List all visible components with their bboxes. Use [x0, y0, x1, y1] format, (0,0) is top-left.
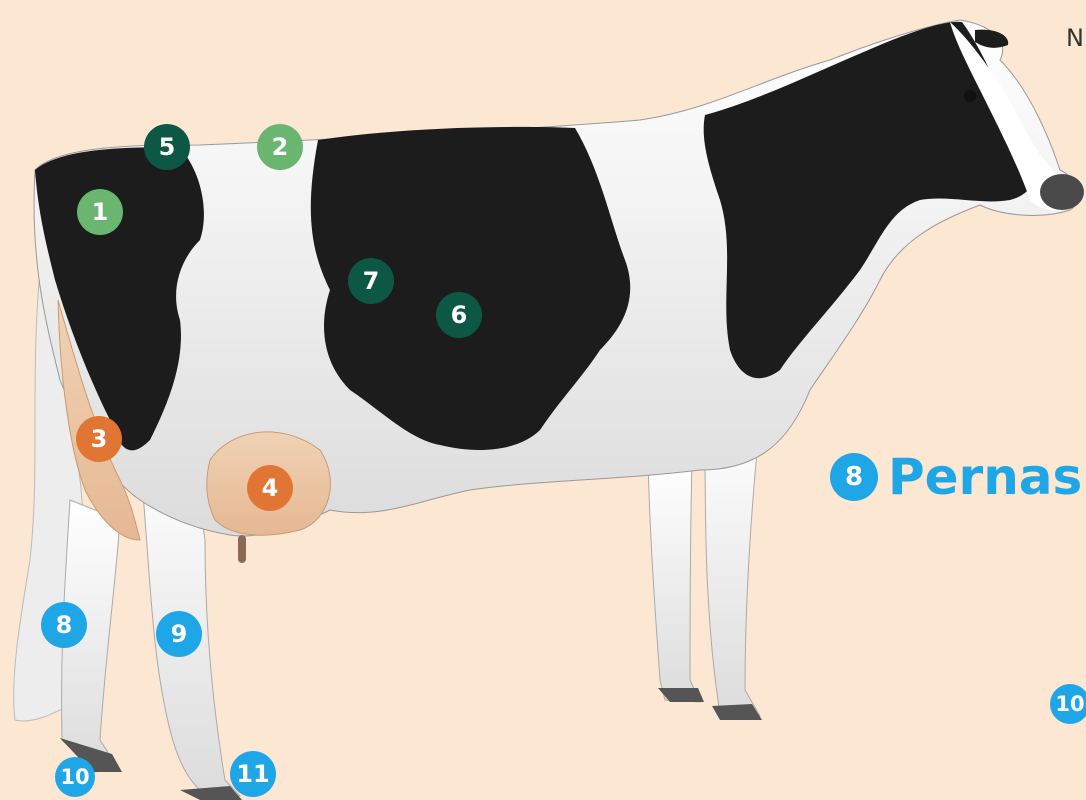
legend-number-badge: 8 — [830, 453, 878, 501]
trait-badge-1: 1 — [77, 189, 123, 235]
trait-badge-6: 6 — [436, 292, 482, 338]
trait-badge-4: 4 — [247, 465, 293, 511]
cow-teat — [238, 535, 246, 563]
trait-badge-9: 9 — [156, 611, 202, 657]
front-leg-back — [648, 460, 700, 702]
cow-eye — [964, 90, 976, 102]
trait-badge-7: 7 — [348, 258, 394, 304]
legend-title-text: Pernas — [888, 448, 1082, 506]
trait-badge-3: 3 — [76, 416, 122, 462]
trait-badge-8: 8 — [41, 602, 87, 648]
corner-text: N — [1066, 24, 1084, 52]
trait-badge-2: 2 — [257, 124, 303, 170]
trait-badge-5: 5 — [144, 124, 190, 170]
legend-title: 8 Pernas — [830, 448, 1082, 506]
trait-badge-10-right: 10 — [1050, 684, 1086, 724]
cow-muzzle — [1040, 174, 1084, 210]
trait-badge-11: 11 — [230, 751, 276, 797]
trait-badge-10: 10 — [55, 757, 95, 797]
